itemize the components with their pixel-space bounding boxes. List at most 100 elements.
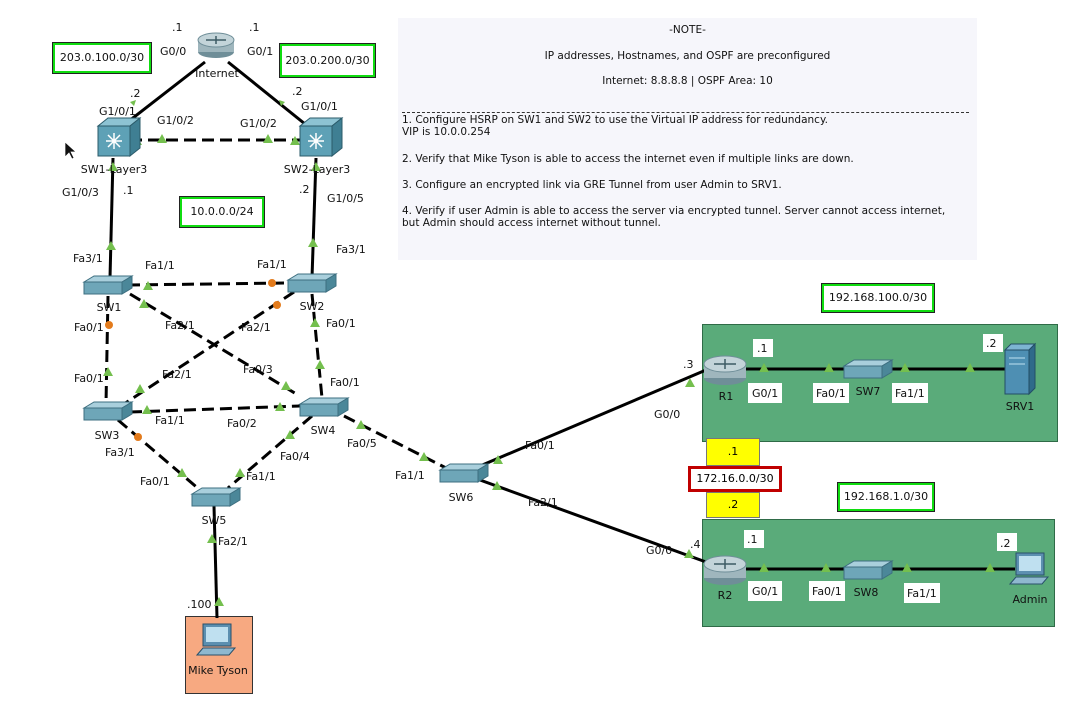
status-up-marker bbox=[279, 100, 285, 106]
internet-router-icon[interactable] bbox=[197, 32, 235, 58]
port-label: G0/0 bbox=[160, 45, 186, 58]
sw1-switch-icon[interactable] bbox=[82, 275, 134, 295]
admin-pc-icon[interactable] bbox=[1008, 552, 1050, 585]
sw7-switch-icon[interactable] bbox=[842, 359, 894, 379]
link-sw1-sw3 bbox=[104, 295, 110, 405]
port-label: .4 bbox=[690, 538, 701, 551]
port-label: Fa0/4 bbox=[280, 450, 310, 463]
port-label: Fa0/1 bbox=[330, 376, 360, 389]
blocked-port-markers bbox=[105, 279, 281, 441]
link-sw5-mike bbox=[212, 505, 219, 619]
note-step-1-line1: 1. Configure HSRP on SW1 and SW2 to use … bbox=[402, 114, 828, 126]
link-sw1-sw2 bbox=[127, 281, 289, 287]
note-step-4-line2: but Admin should access internet without… bbox=[402, 217, 661, 229]
port-label: G0/1 bbox=[247, 45, 273, 58]
link-internet-sw1l3 bbox=[119, 60, 206, 130]
mouse-cursor-icon bbox=[64, 141, 77, 160]
note-internet-info: Internet: 8.8.8.8 | OSPF Area: 10 bbox=[602, 75, 773, 87]
port-label: Fa2/1 bbox=[218, 535, 248, 548]
srv1-server-icon[interactable] bbox=[1003, 342, 1037, 396]
r1-r2-ip-a: .1 bbox=[706, 438, 760, 466]
status-up-marker bbox=[142, 405, 152, 414]
port-label: G0/0 bbox=[654, 408, 680, 421]
link-sw6-r1 bbox=[479, 368, 707, 468]
subnet-wan1: 203.0.100.0/30 bbox=[52, 42, 152, 74]
status-blocked-marker bbox=[134, 433, 142, 441]
port-label: Fa1/1 bbox=[257, 258, 287, 271]
sw2-layer3-icon[interactable] bbox=[298, 116, 344, 158]
note-preconfig: IP addresses, Hostnames, and OSPF are pr… bbox=[544, 50, 831, 62]
port-label: Fa1/1 bbox=[145, 259, 175, 272]
status-up-marker bbox=[103, 367, 113, 376]
note-step-1-line2: VIP is 10.0.0.254 bbox=[402, 126, 491, 138]
note-step-4-line1: 4. Verify if user Admin is able to acces… bbox=[402, 205, 946, 217]
status-up-marker bbox=[214, 597, 224, 606]
sw3-switch-icon[interactable] bbox=[82, 401, 134, 421]
status-up-marker bbox=[290, 136, 300, 145]
label-sw2: SW2 bbox=[300, 300, 325, 313]
link-sw2l3-sw2 bbox=[310, 157, 318, 279]
note-step-4: 4. Verify if user Admin is able to acces… bbox=[402, 205, 971, 229]
r1-router-icon[interactable] bbox=[703, 355, 747, 385]
sw4-switch-icon[interactable] bbox=[298, 397, 350, 417]
label-r2: R2 bbox=[718, 589, 733, 602]
status-up-marker bbox=[311, 162, 321, 171]
status-up-marker bbox=[310, 318, 320, 327]
status-up-marker bbox=[135, 384, 145, 393]
label-sw3: SW3 bbox=[95, 429, 120, 442]
label-sw5: SW5 bbox=[202, 514, 227, 527]
port-label: Fa0/1 bbox=[140, 475, 170, 488]
status-up-marker bbox=[285, 430, 295, 439]
sw6-switch-icon[interactable] bbox=[438, 463, 490, 483]
port-label: Fa2/1 bbox=[162, 368, 192, 381]
r2-router-icon[interactable] bbox=[703, 555, 747, 585]
port-label: .2 bbox=[986, 337, 997, 350]
status-up-marker bbox=[315, 360, 325, 369]
sw8-switch-icon[interactable] bbox=[842, 560, 894, 580]
port-label: G1/0/1 bbox=[301, 100, 338, 113]
label-srv1: SRV1 bbox=[1006, 400, 1035, 413]
status-up-marker bbox=[419, 452, 429, 461]
label-sw1: SW1 bbox=[97, 301, 122, 314]
note-step-3: 3. Configure an encrypted link via GRE T… bbox=[402, 179, 782, 191]
status-blocked-marker bbox=[273, 301, 281, 309]
sw2-switch-icon[interactable] bbox=[286, 273, 338, 293]
port-label: .2 bbox=[299, 183, 310, 196]
port-label: Fa0/2 bbox=[227, 417, 257, 430]
port-label: .1 bbox=[123, 184, 134, 197]
label-sw6: SW6 bbox=[449, 491, 474, 504]
port-label: .2 bbox=[1000, 537, 1011, 550]
status-up-marker bbox=[207, 534, 217, 543]
mike-pc-icon[interactable] bbox=[195, 623, 237, 656]
subnet-srv-net: 192.168.100.0/30 bbox=[821, 283, 935, 313]
port-label: Fa2/1 bbox=[528, 496, 558, 509]
status-up-marker bbox=[281, 381, 291, 390]
status-up-marker bbox=[139, 299, 149, 308]
area-port-labels: .1 G0/1 Fa0/1 Fa1/1 .2 .1 G0/1 Fa0/1 Fa1… bbox=[744, 334, 1017, 603]
link-sw3-sw4 bbox=[129, 404, 301, 414]
port-label: .1 bbox=[747, 533, 758, 546]
port-label: Fa0/1 bbox=[74, 372, 104, 385]
port-label: .100 bbox=[187, 598, 212, 611]
port-label: G0/1 bbox=[752, 585, 778, 598]
port-label: Fa0/5 bbox=[347, 437, 377, 450]
subnet-r1-r2: 172.16.0.0/30 bbox=[688, 466, 782, 492]
status-up-marker bbox=[759, 363, 769, 372]
port-label: .1 bbox=[249, 21, 260, 34]
port-label: .2 bbox=[130, 87, 141, 100]
status-up-marker bbox=[130, 100, 136, 106]
status-up-marker bbox=[108, 162, 118, 171]
port-label: Fa0/1 bbox=[326, 317, 356, 330]
status-up-marker bbox=[965, 363, 975, 372]
port-label: Fa2/1 bbox=[241, 321, 271, 334]
sw5-switch-icon[interactable] bbox=[190, 487, 242, 507]
note-title: -NOTE- bbox=[669, 24, 706, 36]
link-sw1l3-sw1 bbox=[108, 157, 115, 279]
port-label: Fa2/1 bbox=[165, 319, 195, 332]
switch-icons bbox=[82, 273, 894, 580]
sw1-layer3-icon[interactable] bbox=[96, 116, 142, 158]
status-up-marker bbox=[263, 134, 273, 143]
port-label: Fa3/1 bbox=[336, 243, 366, 256]
port-label: Fa0/1 bbox=[812, 585, 842, 598]
